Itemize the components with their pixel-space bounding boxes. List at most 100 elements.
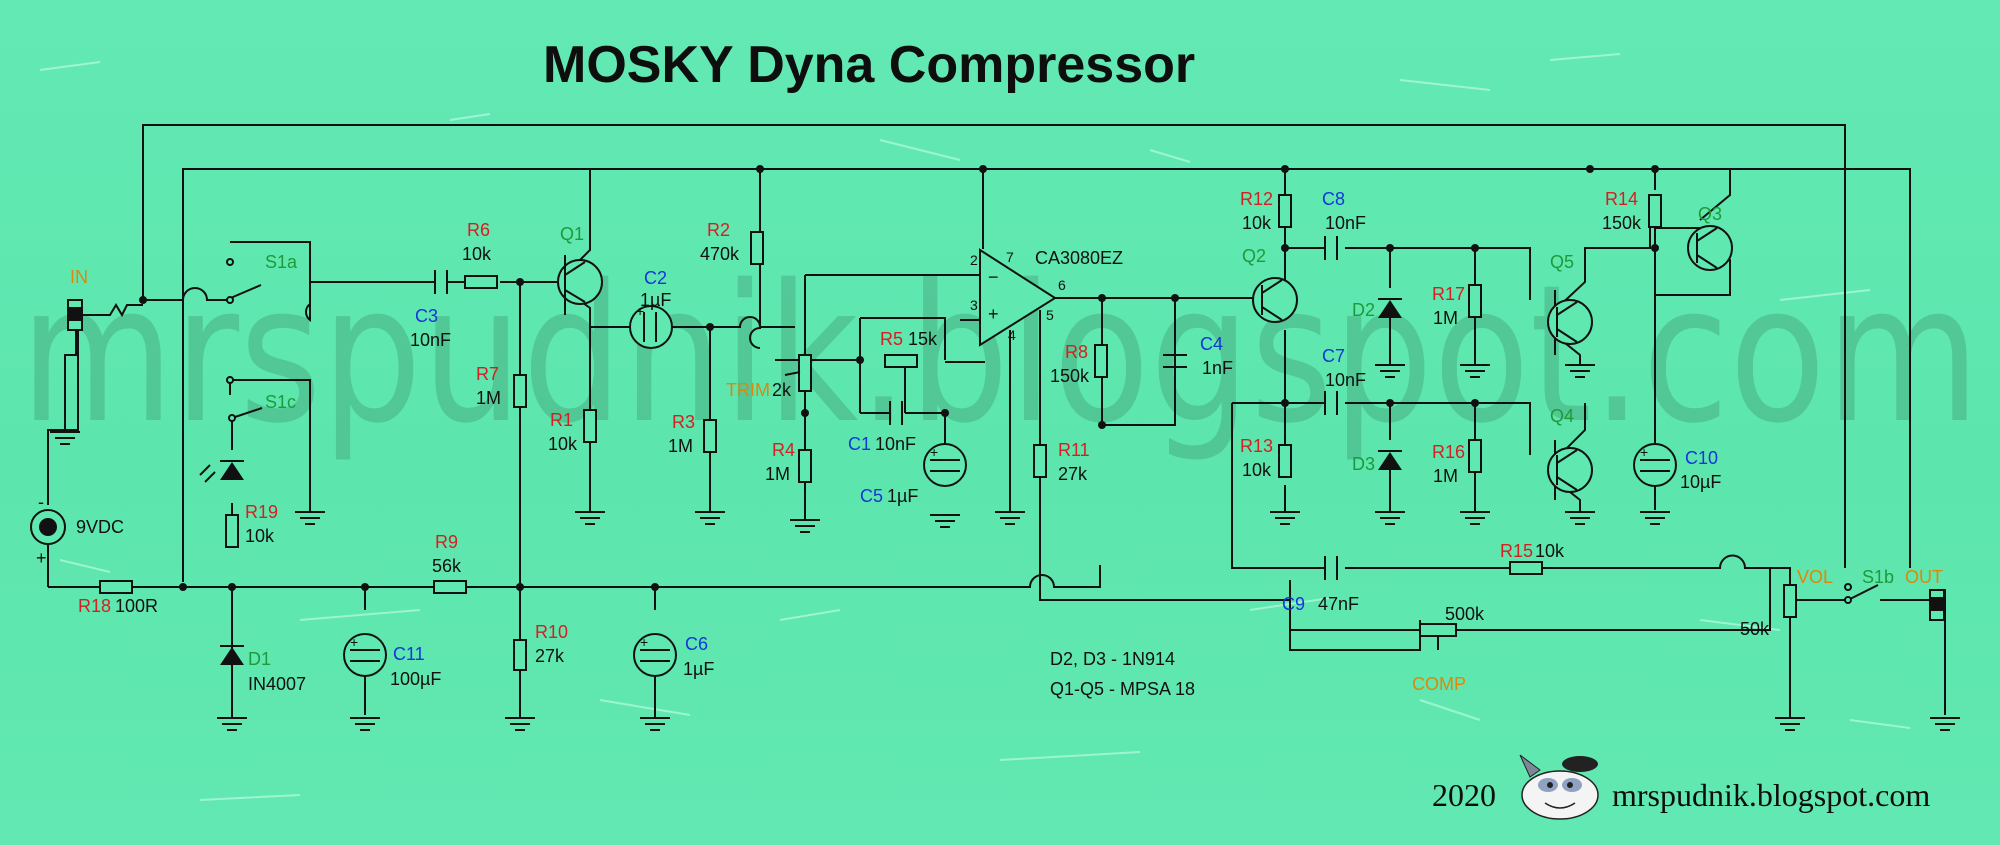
capacitor-c6: + [633,633,677,677]
pin-2: 2 [970,252,978,268]
label-c6: C6 [685,634,708,654]
resistor-r5 [884,354,918,368]
scratch-texture [39,53,1911,801]
pin-5: 5 [1046,307,1054,323]
led-indicator-icon [199,460,244,483]
label-r15: R15 [1500,541,1533,561]
resistor-r9 [433,580,467,594]
value-d1: IN4007 [248,674,306,694]
label-s1b: S1b [1862,567,1894,587]
label-r6: R6 [467,220,490,240]
component-bodies: + + + + + [30,194,1945,677]
value-c4: 1nF [1202,358,1233,378]
label-c2: C2 [644,268,667,288]
label-q1: Q1 [560,224,584,244]
label-c7: C7 [1322,346,1345,366]
label-c9: C9 [1282,594,1305,614]
label-r18: R18 [78,596,111,616]
resistor-r1 [583,409,597,443]
capacitor-c1 [889,401,903,425]
label-r5: R5 [880,329,903,349]
label-r3: R3 [672,412,695,432]
label-d2: D2 [1352,300,1375,320]
note-transistors: Q1-Q5 - MPSA 18 [1050,679,1195,699]
pin-4: 4 [1008,327,1016,343]
value-r9: 56k [432,556,462,576]
label-ic: CA3080EZ [1035,248,1123,268]
value-r6: 10k [462,244,492,264]
mascot-logo-icon [1519,754,1599,820]
label-r11: R11 [1058,440,1090,460]
value-r14: 150k [1602,213,1642,233]
capacitor-c4 [1163,354,1187,368]
svg-text:+: + [930,444,938,460]
label-c11: C11 [393,644,425,664]
capacitor-c10: + [1633,443,1677,487]
value-c8: 10nF [1325,213,1366,233]
svg-text:+: + [350,634,358,650]
resistor-r14 [1648,194,1662,228]
svg-text:+: + [636,303,644,319]
value-vol: 50k [1740,619,1770,639]
transistor-q2-icon [1252,277,1298,323]
value-r16: 1M [1433,466,1458,486]
resistor-r8 [1094,344,1108,378]
value-trim: 2k [772,380,792,400]
capacitor-c8 [1324,236,1338,260]
label-in: IN [70,267,88,287]
label-r13: R13 [1240,436,1273,456]
label-r9: R9 [435,532,458,552]
junction-dots [139,165,1659,591]
value-c10: 10µF [1680,472,1721,492]
vol-pot [1783,584,1797,618]
ground-symbols [50,364,1960,731]
label-r1: R1 [550,410,573,430]
label-r19: R19 [245,502,278,522]
value-c6: 1µF [683,659,714,679]
value-c5: 1µF [887,486,918,506]
capacitor-c7 [1324,391,1338,415]
value-r5: 15k [908,329,938,349]
label-q4: Q4 [1550,406,1574,426]
svg-text:+: + [1640,444,1648,460]
value-comp: 500k [1445,604,1485,624]
value-c9: 47nF [1318,594,1359,614]
label-r10: R10 [535,622,568,642]
value-c1: 10nF [875,434,916,454]
svg-text:+: + [640,634,648,650]
trim-pot [798,354,812,392]
resistor-r15 [1509,561,1543,575]
value-r7: 1M [476,388,501,408]
label-r16: R16 [1432,442,1465,462]
diode-d3 [1378,450,1402,512]
value-r10: 27k [535,646,565,666]
value-r12: 10k [1242,213,1272,233]
resistor-r17 [1468,284,1482,318]
label-r8: R8 [1065,342,1088,362]
capacitor-c5: + [923,443,967,487]
pin-6: 6 [1058,277,1066,293]
label-vol: VOL [1797,567,1833,587]
value-r15: 10k [1535,541,1565,561]
resistor-r6 [464,275,498,289]
value-r17: 1M [1433,308,1458,328]
pin-3: 3 [970,297,978,313]
resistor-r10 [513,639,527,671]
label-c5: C5 [860,486,883,506]
label-r7: R7 [476,364,499,384]
value-r11: 27k [1058,464,1088,484]
label-c1: C1 [848,434,871,454]
footer-year: 2020 [1432,777,1496,813]
value-r19: 10k [245,526,275,546]
label-q2: Q2 [1242,246,1266,266]
comp-pot [1419,623,1457,637]
label-q5: Q5 [1550,252,1574,272]
resistor-r12 [1278,194,1292,228]
value-c11: 100µF [390,669,441,689]
label-c3: C3 [415,306,438,326]
value-r18: 100R [115,596,158,616]
label-r14: R14 [1605,189,1638,209]
ota-inv-sign: − [988,267,999,287]
labels: IN - + 9VDC S1a S1c S1b OUT VOL COMP TRI… [36,189,1943,699]
